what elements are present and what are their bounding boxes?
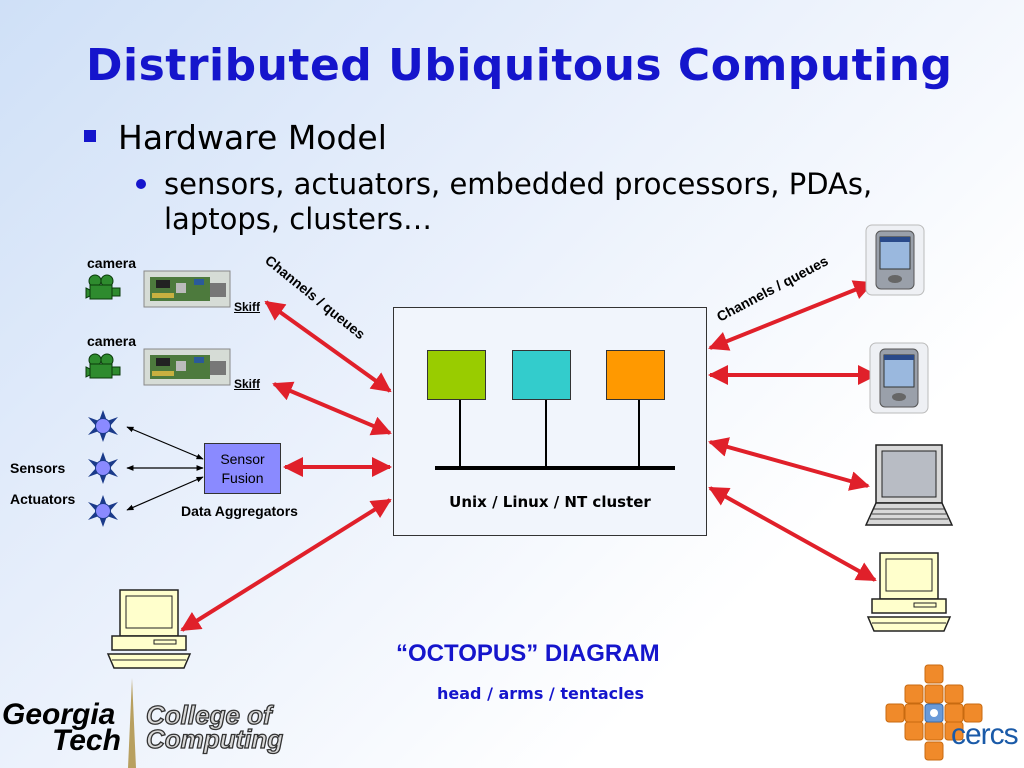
square-bullet-icon xyxy=(84,129,96,142)
gt-logo-line2: Tech xyxy=(52,724,121,757)
sensor-star-icon xyxy=(87,451,119,485)
round-bullet-icon xyxy=(136,179,146,189)
sub-bullet-text: sensors, actuators, embedded processors,… xyxy=(164,167,873,236)
node-link xyxy=(638,400,640,466)
camera-label: camera xyxy=(87,333,137,349)
bullet-text: Hardware Model xyxy=(118,118,387,157)
pda-icon xyxy=(869,342,929,414)
channel-arrow xyxy=(264,300,392,393)
sensor-link-arrow xyxy=(126,426,204,460)
cluster-node-orange xyxy=(606,350,665,400)
skiff-label: Skiff xyxy=(234,377,261,391)
channel-arrow xyxy=(708,486,877,582)
cluster-bus xyxy=(435,466,675,470)
data-aggregators-label: Data Aggregators xyxy=(181,503,298,519)
cercs-logo-text: cercs xyxy=(951,718,1019,751)
sensor-fusion-box: Sensor Fusion xyxy=(204,443,281,494)
sensors-label: Sensors xyxy=(10,460,66,476)
college-of-computing-logo: College of Computing xyxy=(145,700,284,754)
channel-arrow xyxy=(272,381,392,436)
node-link xyxy=(459,400,461,466)
cluster-node-green xyxy=(427,350,486,400)
cluster-label: Unix / Linux / NT cluster xyxy=(449,493,651,511)
channel-arrow xyxy=(708,437,870,491)
skiff-label: Skiff xyxy=(234,300,261,314)
fusion-line1: Sensor xyxy=(220,451,265,467)
sensor-star-icon xyxy=(87,494,119,528)
cluster-node-cyan xyxy=(512,350,571,400)
sensor-link-arrow xyxy=(126,476,204,511)
channel-arrow xyxy=(180,498,392,632)
channels-label-right: Channels / queues xyxy=(714,252,831,324)
gt-logo-line1: Georgia xyxy=(2,698,116,731)
cluster-box xyxy=(393,307,707,536)
camera-label: camera xyxy=(87,255,137,271)
georgia-tech-logo: Georgia Tech xyxy=(2,698,121,757)
slide-title: Distributed Ubiquitous Computing xyxy=(86,40,953,91)
pda-icon xyxy=(865,224,925,296)
skiff-board-icon xyxy=(143,348,231,386)
gt-divider xyxy=(128,678,136,768)
octopus-diagram-title: “OCTOPUS” DIAGRAM xyxy=(396,640,660,667)
camera-icon xyxy=(85,274,121,300)
coc-logo-line1: College of xyxy=(145,700,272,730)
channels-label-left: Channels / queues xyxy=(262,252,368,342)
sensor-star-icon xyxy=(87,409,119,443)
channel-arrow xyxy=(708,280,874,351)
octopus-diagram-subtitle: head / arms / tentacles xyxy=(437,684,645,703)
fusion-line2: Fusion xyxy=(221,470,264,486)
coc-logo-line2: Computing xyxy=(145,724,284,754)
sub-bullet: sensors, actuators, embedded processors,… xyxy=(136,167,956,237)
desktop-computer-icon xyxy=(107,589,191,669)
skiff-board-icon xyxy=(143,270,231,308)
actuators-label: Actuators xyxy=(10,491,76,507)
laptop-icon xyxy=(865,444,953,526)
cercs-logo-icon xyxy=(885,664,983,761)
bullet-hardware-model: Hardware Model xyxy=(84,118,387,157)
camera-icon xyxy=(85,353,121,379)
node-link xyxy=(545,400,547,466)
desktop-computer-icon xyxy=(867,552,951,632)
